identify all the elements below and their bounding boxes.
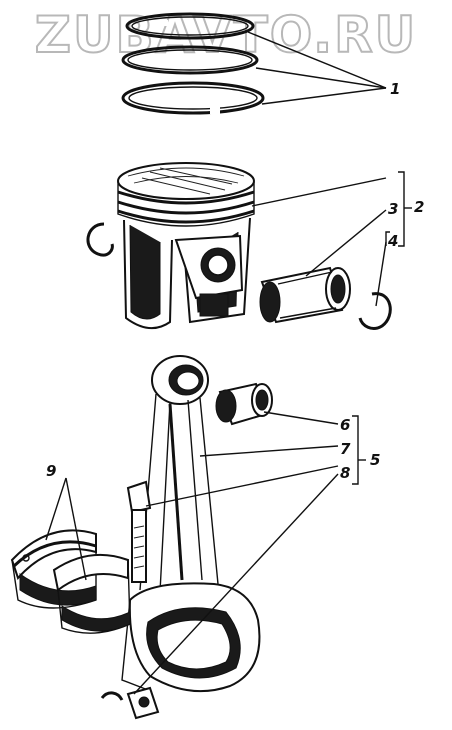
right-circlip [358, 292, 392, 330]
callout-2: 2 [414, 198, 424, 216]
rod-nut [100, 686, 160, 720]
leader-lines [45, 31, 412, 695]
callout-6: 6 [340, 416, 350, 434]
piston-rings [121, 12, 265, 115]
piston [117, 162, 255, 329]
callout-7: 7 [340, 440, 351, 458]
callout-8: 8 [340, 464, 350, 482]
left-circlip [86, 222, 114, 257]
callout-1: 1 [390, 80, 400, 98]
bearing-shells [10, 529, 131, 634]
rod-bolt [126, 480, 152, 583]
callout-labels: 1 2 3 4 5 6 7 8 9 [46, 80, 424, 482]
callout-4: 4 [387, 232, 398, 250]
callout-9: 9 [46, 462, 56, 480]
piston-pin [259, 266, 351, 324]
small-end-bushing [215, 382, 273, 426]
callout-5: 5 [370, 451, 380, 469]
callout-3: 3 [388, 200, 398, 218]
